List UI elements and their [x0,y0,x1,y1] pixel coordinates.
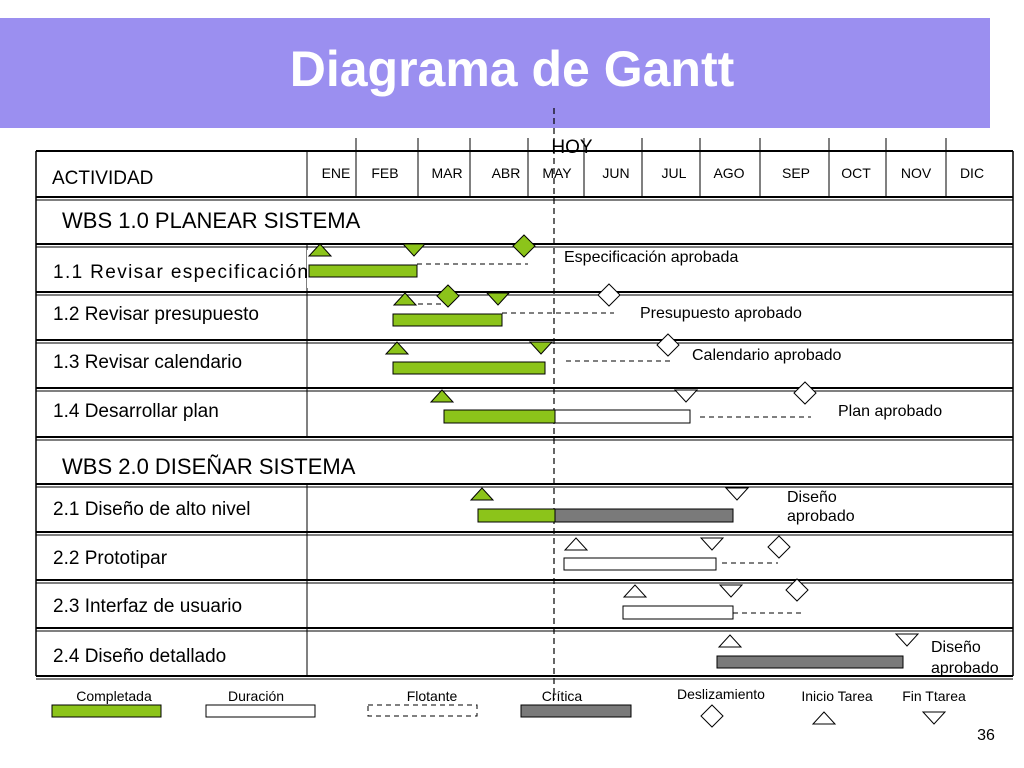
task-start-marker [717,634,743,648]
legend-completed-swatch [51,704,162,718]
milestone-note: Presupuesto aprobado [640,305,802,322]
milestone-marker [767,535,791,559]
duration-bar [554,409,691,424]
milestone-marker [436,284,460,308]
legend-label: Fin Ttarea [902,688,966,704]
month-label: ENE [322,165,351,181]
task-label: 2.4 Diseño detallado [53,646,226,667]
duration-bar [622,605,734,620]
page-number: 36 [977,727,995,744]
section-label: WBS 1.0 PLANEAR SISTEMA [62,208,361,233]
task-end-marker [894,633,920,647]
legend-label: Deslizamiento [677,686,765,702]
task-end-marker [528,341,554,355]
today-label: HOY [551,137,593,158]
month-label: SEP [782,165,810,181]
slide-title: Diagrama de Gantt [289,41,735,97]
task-end-marker [401,243,427,257]
legend-slip-marker [700,704,724,728]
legend-label: Completada [76,688,152,704]
legend-label: Flotante [407,688,458,704]
task-end-marker [673,389,699,403]
milestone-note: Diseño aprobado [931,639,999,677]
legend-duration-swatch [205,704,316,718]
milestone-note: Calendario aprobado [692,347,842,364]
legend-label: Inicio Tarea [801,688,873,704]
task-label: 1.2 Revisar presupuesto [53,304,259,325]
note-line: Diseño [787,489,837,506]
task-start-marker [811,711,837,725]
task-end-marker [485,292,511,306]
month-label: JUL [662,165,687,181]
milestone-note: Especificación aprobada [564,249,738,266]
completed-bar [308,264,418,278]
milestone-note: Plan aprobado [838,403,942,420]
month-label: NOV [901,165,932,181]
completed-bar [392,361,546,375]
label-clip [307,250,309,288]
month-label: ABR [492,165,521,181]
month-label: OCT [841,165,871,181]
legend-float-swatch [367,704,478,717]
milestone-marker [793,381,817,405]
section-label: WBS 2.0 DISEÑAR SISTEMA [62,454,356,479]
note-line: aprobado [931,660,999,677]
completed-bar [477,508,556,523]
task-label: 2.1 Diseño de alto nivel [53,499,251,520]
header-label: ACTIVIDAD [52,168,153,189]
duration-bar [563,557,717,571]
month-label: AGO [713,165,744,181]
task-start-marker [384,341,410,355]
task-start-marker [469,487,495,501]
title-bar [0,18,990,128]
legend-label: Duración [228,688,284,704]
milestone-marker [656,333,680,357]
gantt-legend: Completada Duración Flotante Crítica Desliza… [51,686,995,744]
month-label: DIC [960,165,984,181]
legend-critical-swatch [520,704,632,718]
task-start-marker [307,243,333,257]
task-label: 2.3 Interfaz de usuario [53,596,242,617]
milestone-marker [512,234,536,258]
month-label: FEB [371,165,398,181]
note-line: Diseño [931,639,981,656]
month-label: MAR [431,165,462,181]
legend-label: Crítica [542,688,583,704]
milestone-note: Diseño aprobado [787,489,855,525]
task-label: 1.4 Desarrollar plan [53,401,219,422]
task-end-marker [921,711,947,725]
critical-bar [716,655,904,669]
milestone-marker [597,283,621,307]
month-label: JUN [602,165,629,181]
task-start-marker [563,537,589,551]
task-start-marker [429,389,455,403]
milestone-marker [785,578,809,602]
completed-bar [443,409,556,424]
note-line: aprobado [787,508,855,525]
task-end-marker [724,487,750,501]
task-label: 1.1 Revisar especificación [53,262,308,283]
task-start-marker [622,584,648,598]
task-label: 2.2 Prototipar [53,548,168,569]
task-end-marker [699,537,725,551]
task-start-marker [392,292,418,306]
task-end-marker [718,584,744,598]
completed-bar [392,313,503,327]
month-label: MAY [542,165,572,181]
critical-bar [554,508,734,523]
task-label: 1.3 Revisar calendario [53,352,242,373]
